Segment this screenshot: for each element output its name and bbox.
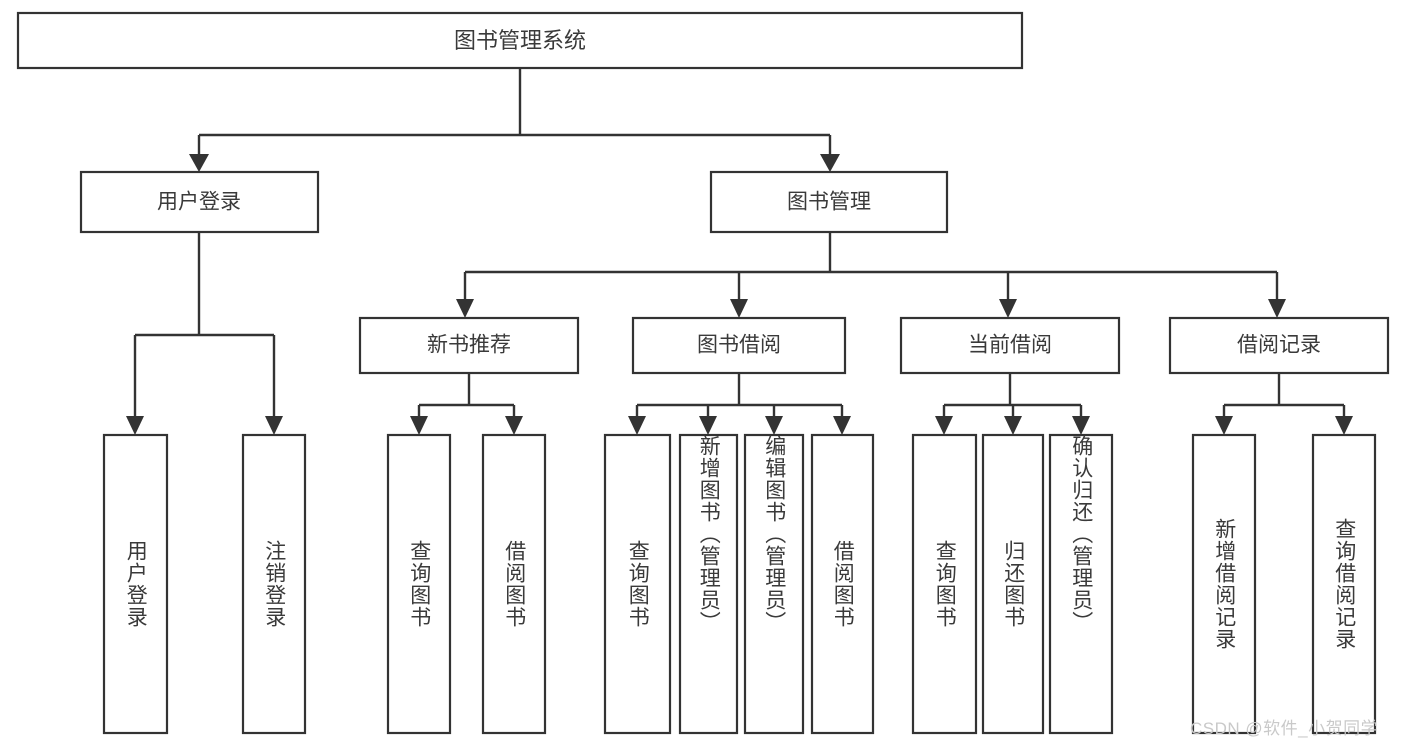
connector-group-book-manage xyxy=(456,232,1286,318)
connector-group-borrow-record xyxy=(1215,373,1353,435)
arrowhead-leaf-user-login xyxy=(126,416,144,435)
node-current-borrow[interactable]: 当前借阅 xyxy=(899,316,1121,375)
arrowhead-user-login xyxy=(189,154,209,172)
connector-group-new-book-rec xyxy=(410,373,523,435)
connector-group-book-borrow xyxy=(628,373,851,435)
watermark-label: CSDN @软件_小贺同学 xyxy=(1190,719,1379,738)
node-label-new-book-rec: 新书推荐 xyxy=(427,334,511,357)
node-box-borrow-record xyxy=(1168,316,1390,375)
node-box-leaf-borrow-book-1[interactable] xyxy=(481,433,547,735)
node-box-leaf-user-login[interactable] xyxy=(102,433,169,735)
node-user-login[interactable]: 用户登录 xyxy=(79,170,320,234)
node-box-new-book-rec xyxy=(358,316,580,375)
node-new-book-rec[interactable]: 新书推荐 xyxy=(358,316,580,375)
arrowhead-leaf-add-record xyxy=(1215,416,1233,435)
node-box-leaf-query-record[interactable] xyxy=(1311,433,1377,735)
connector-group-current-borrow xyxy=(935,373,1090,435)
node-box-leaf-query-book-1[interactable] xyxy=(386,433,452,735)
node-box-book-manage xyxy=(709,170,949,234)
node-box-leaf-borrow-book-2[interactable] xyxy=(810,433,875,735)
node-box-leaf-edit-book[interactable] xyxy=(743,433,805,735)
arrowhead-leaf-query-record xyxy=(1335,416,1353,435)
arrowhead-book-manage xyxy=(820,154,840,172)
node-book-manage[interactable]: 图书管理 xyxy=(709,170,949,234)
node-box-system xyxy=(16,11,1024,70)
arrowhead-borrow-record xyxy=(1268,299,1286,318)
node-label-current-borrow: 当前借阅 xyxy=(968,334,1052,357)
node-borrow-record[interactable]: 借阅记录 xyxy=(1168,316,1390,375)
node-book-borrow[interactable]: 图书借阅 xyxy=(631,316,847,375)
node-label-borrow-record: 借阅记录 xyxy=(1237,334,1321,357)
leaf-boxes xyxy=(102,433,1377,735)
arrowhead-leaf-query-book-1 xyxy=(410,416,428,435)
arrowhead-leaf-confirm-return xyxy=(1072,416,1090,435)
node-box-leaf-query-book-2[interactable] xyxy=(603,433,672,735)
arrowhead-leaf-return-book xyxy=(1004,416,1022,435)
node-label-book-borrow: 图书借阅 xyxy=(697,334,781,357)
node-box-leaf-add-record[interactable] xyxy=(1191,433,1257,735)
node-box-current-borrow xyxy=(899,316,1121,375)
connector-group-root xyxy=(189,68,840,172)
node-box-leaf-add-book[interactable] xyxy=(678,433,739,735)
node-box-leaf-logout[interactable] xyxy=(241,433,307,735)
node-title-system[interactable]: 图书管理系统 xyxy=(16,11,1024,70)
node-label-book-manage: 图书管理 xyxy=(787,191,871,214)
arrowhead-book-borrow xyxy=(730,299,748,318)
arrowhead-leaf-edit-book xyxy=(765,416,783,435)
arrowhead-leaf-logout xyxy=(265,416,283,435)
arrowhead-leaf-add-book xyxy=(699,416,717,435)
node-box-leaf-return-book[interactable] xyxy=(981,433,1045,735)
node-box-user-login xyxy=(79,170,320,234)
node-box-leaf-confirm-return[interactable] xyxy=(1048,433,1114,735)
connector-group-user-login xyxy=(126,232,283,435)
arrowhead-new-book-rec xyxy=(456,299,474,318)
node-box-leaf-query-book-3[interactable] xyxy=(911,433,978,735)
node-box-book-borrow xyxy=(631,316,847,375)
arrowhead-leaf-query-book-2 xyxy=(628,416,646,435)
arrowhead-leaf-query-book-3 xyxy=(935,416,953,435)
node-label-system: 图书管理系统 xyxy=(454,28,586,53)
arrowhead-leaf-borrow-book-2 xyxy=(833,416,851,435)
node-label-user-login: 用户登录 xyxy=(157,191,241,214)
arrowhead-leaf-borrow-book-1 xyxy=(505,416,523,435)
arrowhead-current-borrow xyxy=(999,299,1017,318)
